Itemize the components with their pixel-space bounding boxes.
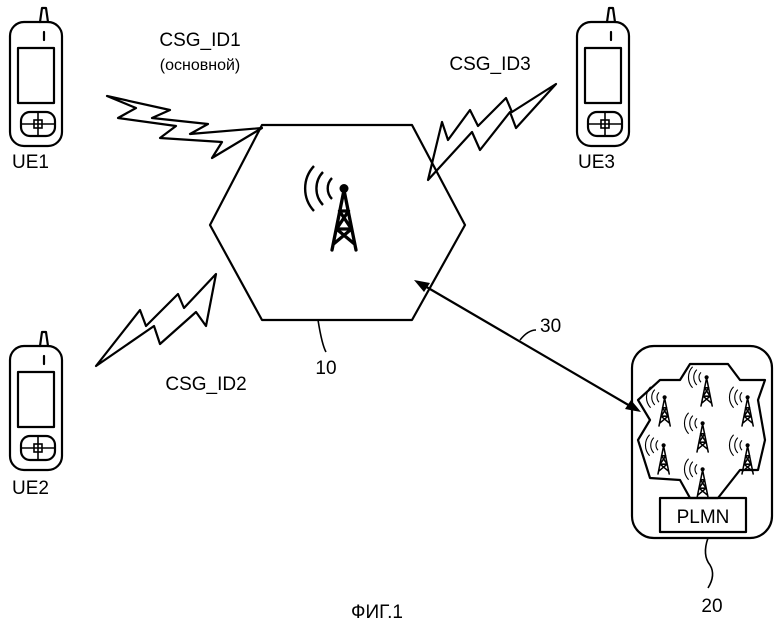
ue1-phone-icon xyxy=(10,8,62,146)
csg-id1-label: CSG_ID1 xyxy=(159,30,240,51)
base-station-tower-icon xyxy=(305,166,356,250)
ue3-phone-icon xyxy=(577,8,629,146)
ue1-label: UE1 xyxy=(12,152,49,173)
ue2-label: UE2 xyxy=(12,478,49,499)
ue3-wireless-link-icon xyxy=(428,84,556,180)
csg-id3-label: CSG_ID3 xyxy=(449,54,530,75)
ref-30: 30 xyxy=(540,316,561,337)
backhaul-link-arrow xyxy=(418,282,637,410)
ref-line-20 xyxy=(705,538,712,588)
csg-id2-label: CSG_ID2 xyxy=(165,374,246,395)
ue2-wireless-link-icon xyxy=(96,274,216,366)
ue1-wireless-link-icon xyxy=(107,96,262,158)
ref-20: 20 xyxy=(701,596,722,617)
ref-10: 10 xyxy=(315,358,336,379)
ue3-label: UE3 xyxy=(578,152,615,173)
figure-caption: ФИГ.1 xyxy=(351,602,403,623)
ref-line-10 xyxy=(318,320,326,352)
csg-id1-note: (основной) xyxy=(160,57,240,74)
ue2-phone-icon xyxy=(10,332,62,470)
plmn-label: PLMN xyxy=(677,507,730,528)
